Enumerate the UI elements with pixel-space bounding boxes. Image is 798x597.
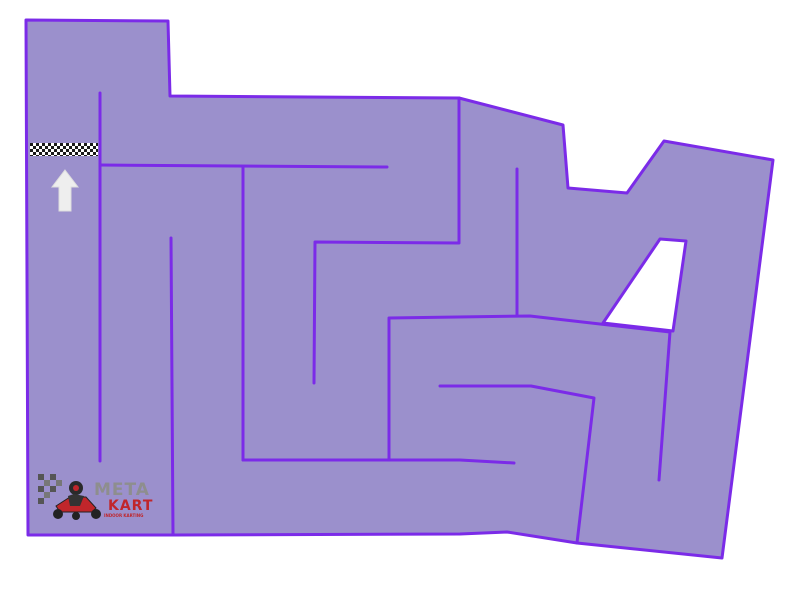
wall (438, 384, 596, 545)
wall (169, 236, 175, 536)
start-finish-line (30, 143, 98, 156)
meta-kart-logo: META KART INDOOR KARTING (38, 474, 153, 520)
logo-line1: META (94, 480, 150, 500)
wall (387, 314, 672, 482)
infield-hole (601, 237, 688, 333)
go-kart-icon (53, 481, 101, 520)
wall (241, 458, 516, 465)
track-walls (98, 91, 672, 545)
up-arrow-icon (50, 169, 80, 212)
wall (312, 96, 461, 385)
logo-line2: KART (108, 498, 153, 514)
checkered-flag-icon (38, 474, 62, 504)
track-surface (24, 18, 775, 560)
logo-tagline: INDOOR KARTING (104, 513, 143, 518)
